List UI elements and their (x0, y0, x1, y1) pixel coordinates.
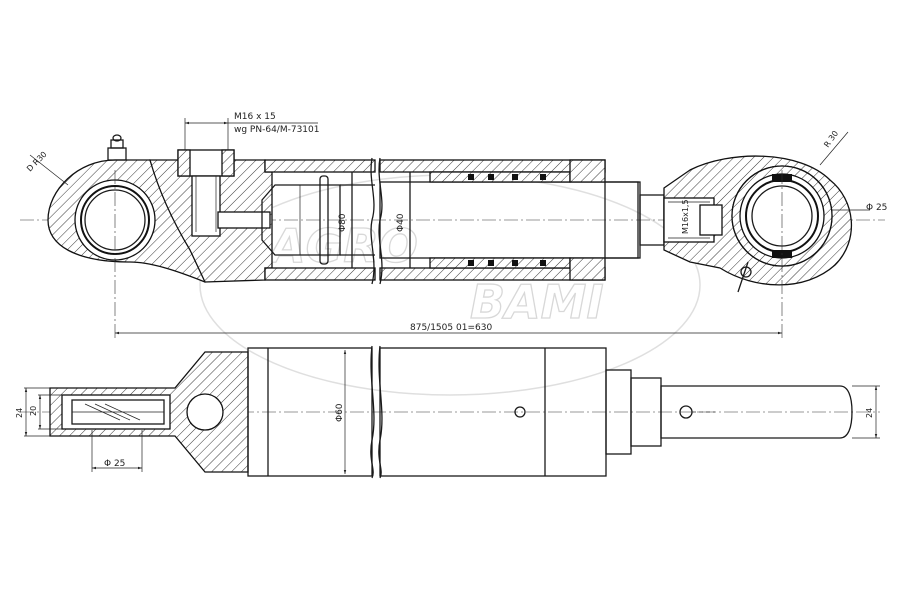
left-eye-radius-label: D R30 (25, 150, 69, 186)
cylinder-diameter-dim: Φ60 (335, 350, 347, 474)
svg-text:R 30: R 30 (822, 129, 840, 149)
grease-nipple (107, 134, 127, 161)
right-pin-diameter-dim: Φ 25 (832, 203, 887, 213)
port-channel (191, 175, 221, 237)
clevis-hole (186, 393, 224, 431)
overall-length-label: 875/1505 (410, 323, 453, 333)
barrel-wall-top-left (264, 159, 376, 173)
clevis-outer-height: 24 (15, 408, 24, 418)
thread-callout-line2: wg PN-64/M-73101 (234, 125, 319, 135)
cylinder-body-left (247, 347, 373, 477)
cylinder-diameter-label: Φ60 (335, 403, 345, 422)
thread-callout: M16 x 15 wg PN-64/M-73101 (184, 112, 319, 150)
clevis-inner-height: 20 (29, 406, 38, 416)
rod-end-height-dim: 24 (852, 385, 880, 439)
overall-length-dim: 875/1505 01=630 (115, 323, 782, 335)
svg-text:D R30: D R30 (25, 150, 49, 174)
rod-thread-label: M16x1,5 (681, 199, 690, 234)
pin-spacing-label: 01=630 (456, 323, 492, 333)
piston (261, 172, 375, 268)
thread-callout-line1: M16 x 15 (234, 112, 276, 122)
left-pin-diameter-label: Φ 25 (104, 459, 125, 469)
clevis-height-dims: 24 20 (15, 387, 62, 437)
rod-end (660, 385, 853, 439)
bottom-external-view: 24 20 Φ 25 Φ60 24 (15, 345, 880, 479)
watermark: AGRO BAMI (199, 174, 701, 396)
piston-diameter-label: Φ80 (338, 213, 348, 232)
gland-seals (429, 159, 606, 281)
watermark-line1: AGRO (267, 219, 418, 273)
rod-diameter-label: Φ40 (396, 213, 406, 232)
top-sectional-view: M16 x 15 wg PN-64/M-73101 D R30 R 30 Φ80… (20, 112, 887, 338)
barrel-wall-bottom-left (264, 267, 376, 281)
watermark-line2: BAMI (470, 275, 604, 329)
left-pin-diameter-dim: Φ 25 (91, 430, 143, 472)
rod-end-height-label: 24 (865, 408, 874, 418)
right-pin-diameter-label: Φ 25 (866, 203, 887, 213)
right-eye-radius-label: R 30 (819, 129, 849, 166)
